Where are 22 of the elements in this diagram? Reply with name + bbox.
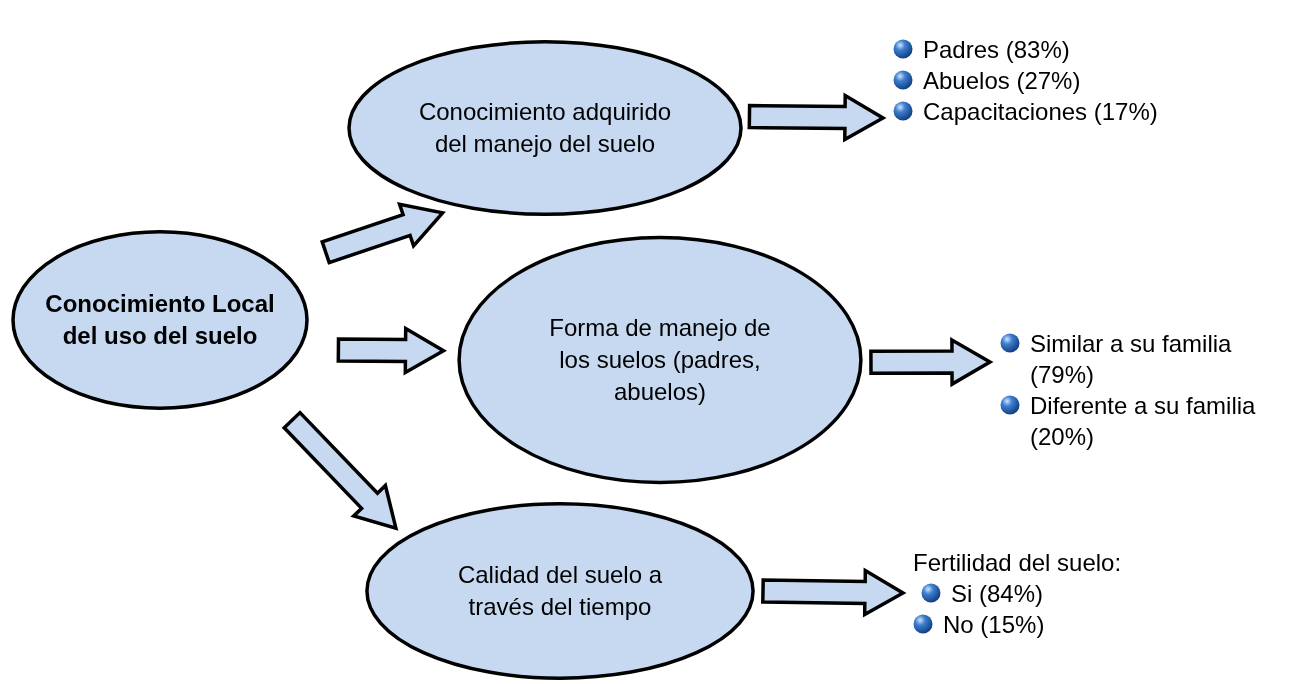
list-heading: Fertilidad del suelo: bbox=[913, 548, 1122, 578]
ellipse-node bbox=[455, 235, 865, 485]
block-arrow bbox=[869, 337, 994, 388]
block-arrow bbox=[320, 201, 446, 265]
node-text: Calidad del suelo a través del tiempo bbox=[456, 560, 664, 622]
list-item: Similar a su familia (79%) bbox=[1030, 329, 1233, 390]
block-arrow bbox=[747, 92, 887, 143]
list-item: Diferente a su familia (20%) bbox=[1030, 391, 1257, 452]
list-item: Padres (83%) bbox=[923, 35, 1070, 65]
block-arrow bbox=[336, 325, 447, 376]
node-text: Forma de manejo de los suelos (padres, abuelos) bbox=[548, 313, 772, 407]
list-item: Si (84%) bbox=[951, 579, 1044, 609]
list-item: No (15%) bbox=[943, 610, 1045, 640]
ellipse-node bbox=[363, 502, 757, 680]
list-item: Abuelos (27%) bbox=[923, 66, 1081, 96]
node-text: Conocimiento adquirido del manejo del suelo bbox=[417, 97, 673, 159]
ellipse-node bbox=[345, 40, 745, 216]
ellipse-node bbox=[10, 230, 310, 410]
list-item: Capacitaciones (17%) bbox=[923, 97, 1158, 127]
block-arrow bbox=[281, 410, 399, 531]
title-text: Conocimiento Local del uso del suelo bbox=[45, 289, 275, 351]
block-arrow bbox=[761, 567, 907, 618]
